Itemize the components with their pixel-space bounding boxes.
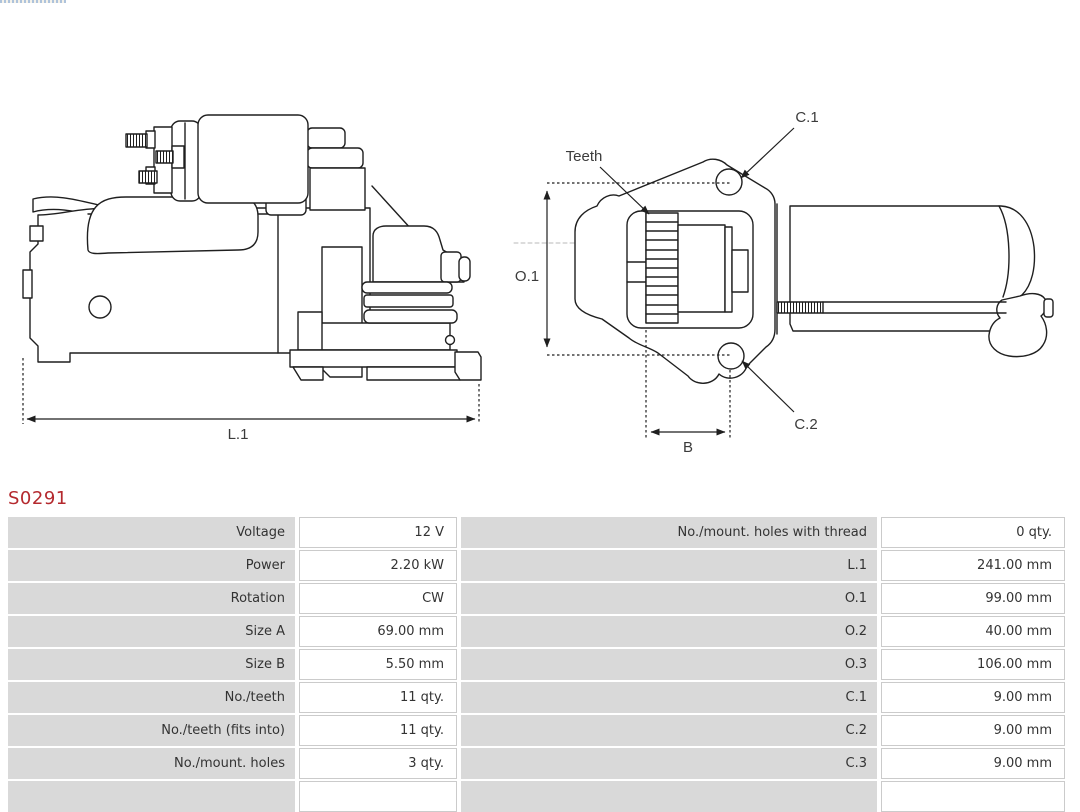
table-cell-label: No./mount. holes (8, 748, 295, 779)
table-cell-label: No./teeth (fits into) (8, 715, 295, 746)
side-view-drawing (22, 114, 482, 381)
table-cell-label: L.1 (461, 550, 877, 581)
solenoid-body (197, 114, 309, 204)
table-cell-label: C.2 (461, 715, 877, 746)
table-cell-value: 11 qty. (299, 682, 457, 713)
mount-hole-c1 (715, 168, 743, 196)
table-cell-value: CW (299, 583, 457, 614)
dimension-l1 (22, 358, 480, 424)
table-cell-label: No./mount. holes with thread (461, 517, 877, 548)
table-cell-value: 9.00 mm (881, 682, 1065, 713)
table-cell-value: 0 qty. (881, 517, 1065, 548)
teeth-label: Teeth (566, 148, 603, 165)
table-cell-label: O.1 (461, 583, 877, 614)
leader-lines (599, 127, 795, 413)
mount-hole-c2 (717, 342, 745, 370)
top-edge-artifact (0, 0, 66, 3)
dimension-b-label: B (683, 439, 693, 456)
table-cell-value: 5.50 mm (299, 649, 457, 680)
threaded-shaft (776, 301, 824, 314)
table-cell-label: Size A (8, 616, 295, 647)
dimension-b (645, 330, 731, 438)
table-cell-label: C.1 (461, 682, 877, 713)
end-frame-cover (86, 196, 259, 255)
dimension-l1-label: L.1 (228, 426, 249, 443)
part-number: S0291 (8, 488, 68, 509)
table-cell-label: O.2 (461, 616, 877, 647)
c1-label: C.1 (795, 109, 818, 126)
dimension-o1-label: O.1 (515, 268, 539, 285)
table-cell-value: 40.00 mm (881, 616, 1065, 647)
table-cell-label: Voltage (8, 517, 295, 548)
table-cell-value: 9.00 mm (881, 748, 1065, 779)
table-cell-value: 99.00 mm (881, 583, 1065, 614)
terminal-stud (155, 150, 174, 164)
table-cell-value: 3 qty. (299, 748, 457, 779)
terminal-stud (125, 133, 148, 148)
table-cell-label: Power (8, 550, 295, 581)
table-cell-value: 9.00 mm (881, 715, 1065, 746)
body-hole (88, 295, 112, 319)
front-view-drawing (513, 158, 1054, 384)
table-cell-value: 2.20 kW (299, 550, 457, 581)
dimension-o1 (543, 182, 731, 356)
table-cell-value: 106.00 mm (881, 649, 1065, 680)
terminal-stud (138, 170, 158, 184)
table-cell-value: 241.00 mm (881, 550, 1065, 581)
table-cell-value: 12 V (299, 517, 457, 548)
table-cell-value: 11 qty. (299, 715, 457, 746)
starter-motor-diagram: L.1 O.1 (22, 109, 1054, 456)
table-cell-label: No./teeth (8, 682, 295, 713)
table-cell-label: O.3 (461, 649, 877, 680)
table-cell-value: 69.00 mm (299, 616, 457, 647)
c2-label: C.2 (794, 416, 817, 433)
table-cell-label: Rotation (8, 583, 295, 614)
table-cell-label: Size B (8, 649, 295, 680)
table-cell-label: C.3 (461, 748, 877, 779)
